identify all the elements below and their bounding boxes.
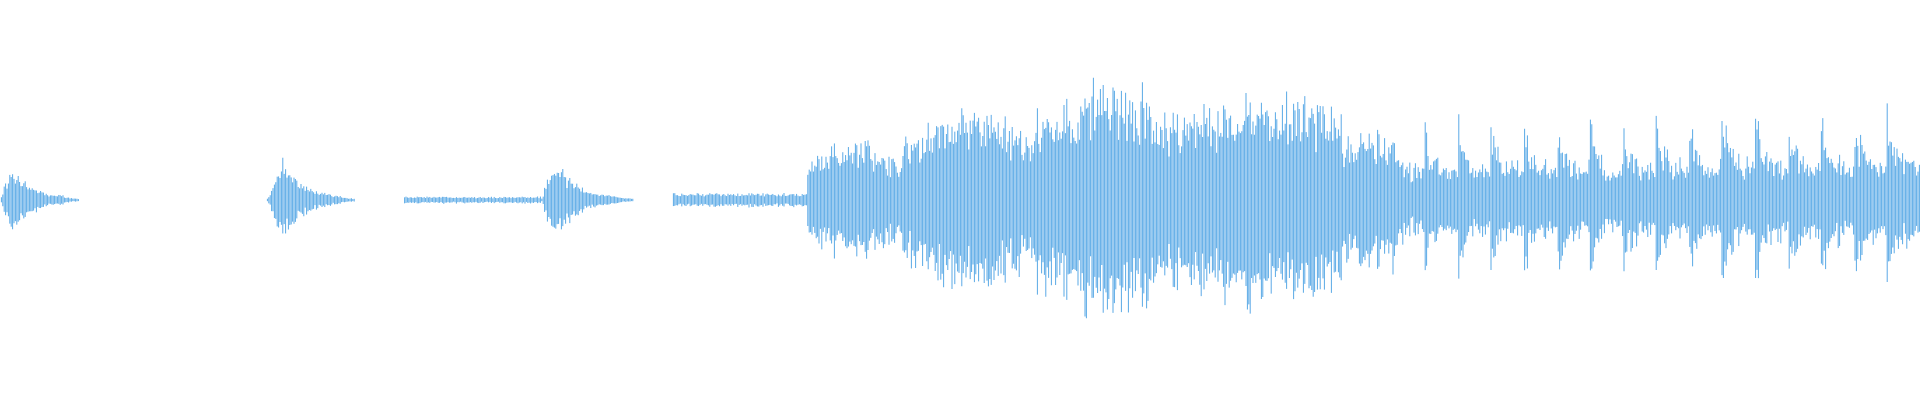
waveform-bars xyxy=(0,77,1920,319)
